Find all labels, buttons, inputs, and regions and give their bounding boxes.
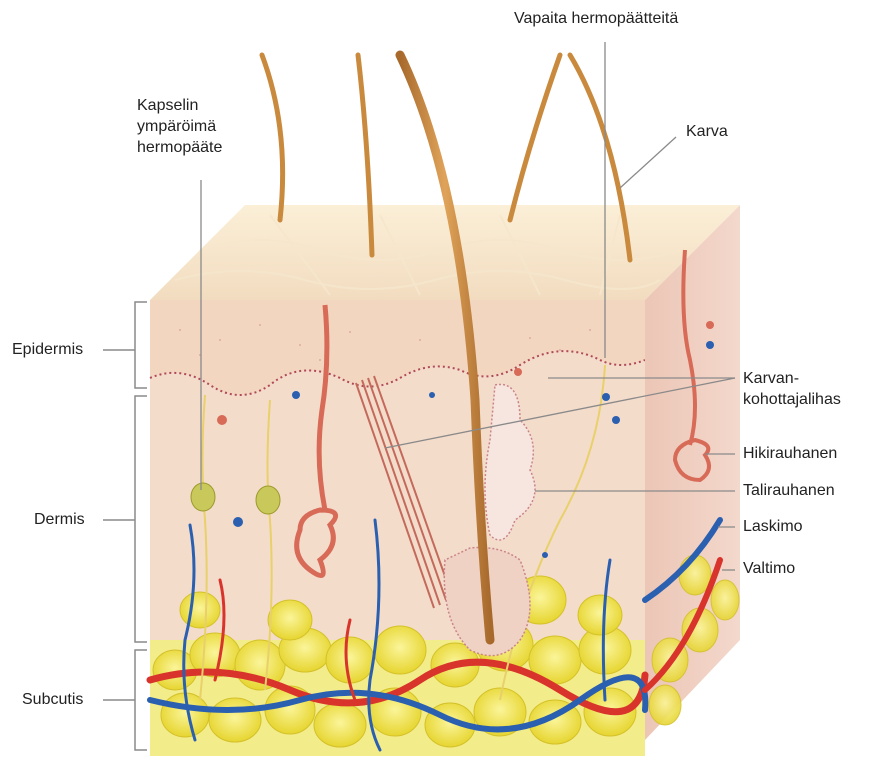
label-arrector-pili: Karvan- kohottajalihas: [743, 368, 841, 410]
skin-top-surface: [150, 205, 740, 300]
label-capsule-nerve-ending: Kapselin ympäröimä hermopääte: [137, 95, 222, 158]
label-sebaceous-gland: Talirauhanen: [743, 480, 835, 501]
label-capsule-line-3: hermopääte: [137, 137, 222, 158]
layer-brackets: [103, 302, 147, 750]
label-capsule-line-1: Kapselin: [137, 95, 222, 116]
label-subcutis: Subcutis: [22, 689, 83, 710]
label-arrector-line-1: Karvan-: [743, 368, 841, 389]
label-epidermis: Epidermis: [12, 339, 83, 360]
label-dermis: Dermis: [34, 509, 85, 530]
label-artery: Valtimo: [743, 558, 795, 579]
label-arrector-line-2: kohottajalihas: [743, 389, 841, 410]
label-free-nerve-endings: Vapaita hermopäätteitä: [514, 8, 678, 29]
label-vein: Laskimo: [743, 516, 803, 537]
label-sweat-gland: Hikirauhanen: [743, 443, 837, 464]
label-hair: Karva: [686, 121, 728, 142]
label-capsule-line-2: ympäröimä: [137, 116, 222, 137]
